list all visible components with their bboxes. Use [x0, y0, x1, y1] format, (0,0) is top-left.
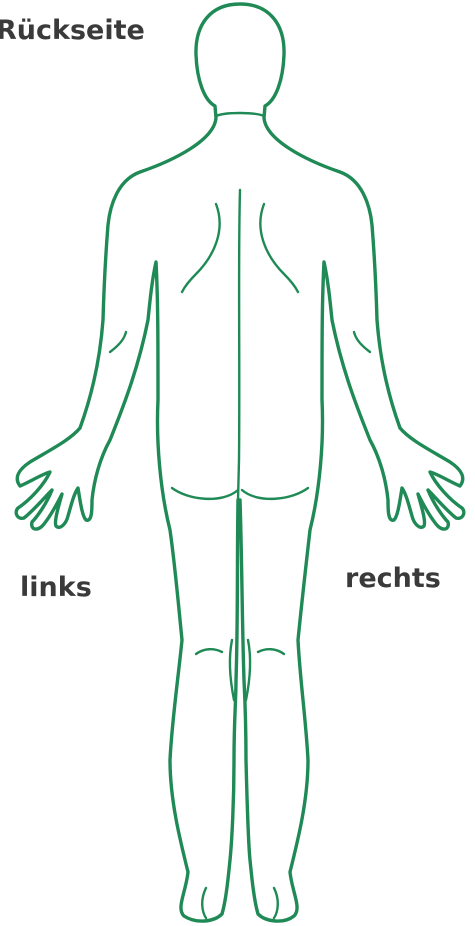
right-buttock — [242, 488, 308, 499]
right-heel — [274, 888, 278, 918]
spine-line — [238, 190, 240, 500]
left-shoulder-blade — [182, 204, 220, 292]
view-label: Rückseite — [0, 17, 145, 44]
neck-line — [216, 113, 264, 116]
left-elbow — [110, 332, 126, 352]
left-side-label: links — [20, 574, 92, 601]
right-knee-inner — [246, 640, 250, 700]
left-buttock — [172, 488, 238, 499]
left-knee — [196, 649, 222, 654]
right-side-label: rechts — [345, 565, 441, 592]
right-shoulder-blade — [260, 204, 298, 292]
right-knee — [258, 649, 284, 654]
right-elbow — [354, 332, 370, 352]
left-knee-inner — [230, 640, 234, 700]
left-heel — [202, 888, 206, 918]
